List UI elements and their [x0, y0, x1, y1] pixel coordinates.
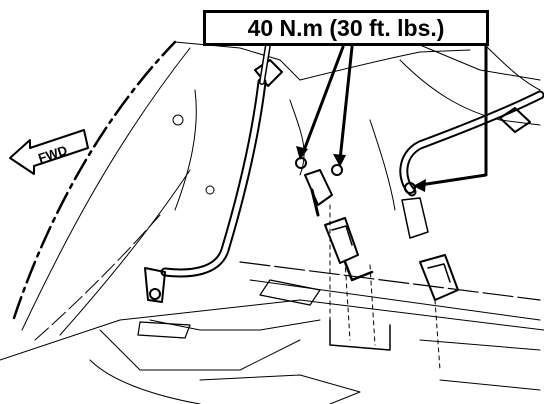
rear-floor: [419, 339, 541, 351]
right-anchor-bolt: [404, 182, 416, 194]
body-hole-2: [205, 185, 215, 195]
right-anchor-plate: [401, 197, 429, 239]
floor-channel: [199, 374, 361, 404]
torque-callout-box: 40 N.m (30 ft. lbs.): [203, 10, 489, 46]
left-anchor-bolt: [149, 288, 161, 300]
body-contour: [174, 89, 197, 211]
door-frame-inner: [21, 47, 191, 331]
leader-arrowhead-left: [296, 146, 308, 160]
center-bolt-1: [295, 157, 307, 169]
body-contour-2: [289, 99, 305, 176]
center-bolt-2: [331, 164, 343, 176]
floor-channel-2: [89, 359, 201, 404]
buckle-right: [419, 254, 459, 301]
floor-bracket: [329, 319, 391, 351]
body-contour-3: [369, 119, 396, 211]
leader-arrowhead-mid: [333, 154, 346, 167]
upper-panel: [174, 41, 301, 81]
buckle-right-inner: [427, 263, 451, 283]
rear-shelf-2: [419, 44, 541, 81]
door-frame-curve: [12, 40, 177, 320]
floor-crossmember: [149, 319, 321, 331]
buckle-upper: [304, 169, 333, 206]
seat-track: [259, 279, 321, 306]
rear-floor-2: [439, 379, 541, 391]
buckle-center-inner: [331, 225, 353, 246]
body-hole-1: [172, 114, 184, 126]
quarter-panel: [479, 39, 541, 91]
buckle-upper-stem: [310, 188, 320, 217]
seat-pan-edge-2: [249, 279, 541, 321]
leader-line-mid: [338, 45, 354, 162]
routing-dashed-4: [344, 259, 351, 341]
right-belt-guide: [499, 107, 531, 133]
left-anchor-bracket: [144, 267, 166, 303]
routing-dashed-3: [434, 299, 441, 371]
floor-line-1: [0, 299, 544, 361]
torque-spec-label: 40 N.m (30 ft. lbs.): [247, 14, 445, 41]
pillar-curve-2: [34, 214, 161, 341]
pillar-curve: [59, 169, 191, 336]
leader-line-right: [418, 44, 488, 187]
leader-arrowhead-right: [413, 179, 426, 192]
seat-pan-edge: [239, 261, 541, 301]
left-belt-webbing: [160, 77, 267, 278]
floor-line-2: [99, 329, 301, 371]
forward-arrow-icon: FWD: [9, 129, 89, 175]
rear-shelf: [399, 59, 541, 126]
routing-dashed-2: [369, 264, 376, 346]
buckle-stem-2: [343, 260, 374, 282]
leader-line-left: [301, 45, 345, 155]
seat-track-2: [137, 321, 191, 339]
upper-panel-2: [299, 49, 471, 81]
